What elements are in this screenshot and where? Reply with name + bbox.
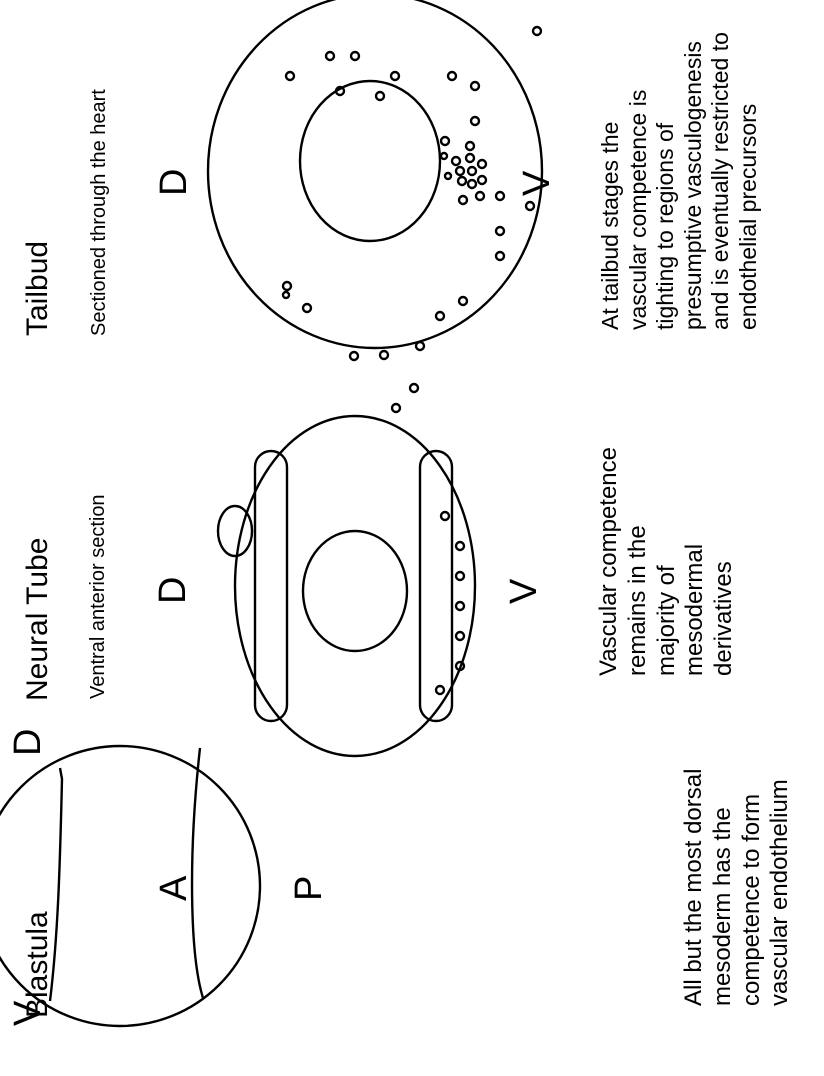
tailbud-competent-cell <box>376 92 384 100</box>
tailbud-competent-cell <box>456 167 464 175</box>
tailbud-competent-cell <box>468 167 476 175</box>
tailbud-competent-cell <box>468 180 476 188</box>
tailbud-competent-cell <box>466 142 474 150</box>
tailbud-competent-cell <box>441 137 449 145</box>
tailbud-competent-cell <box>478 176 486 184</box>
tailbud-competent-cell <box>471 117 479 125</box>
tailbud-competent-cell <box>445 173 451 179</box>
tailbud-competent-cell <box>351 52 359 60</box>
tailbud-competent-cell <box>496 192 504 200</box>
tailbud-competent-cell <box>441 153 447 159</box>
tailbud-competent-cell <box>459 297 467 305</box>
tailbud-competent-cell <box>416 342 424 350</box>
tailbud-competent-cell <box>283 292 289 298</box>
tailbud-competent-cell <box>458 177 466 185</box>
tailbud-competent-cell <box>283 282 291 290</box>
tailbud-competent-cell <box>496 252 504 260</box>
tailbud-competent-cell <box>496 227 504 235</box>
tailbud-competent-cell <box>350 352 358 360</box>
tailbud-description: At tailbud stages the vascular competenc… <box>597 30 763 330</box>
tailbud-lumen <box>300 81 440 241</box>
tailbud-competent-cell <box>286 72 294 80</box>
tailbud-competent-cell <box>533 27 541 35</box>
tailbud-competent-cell <box>476 192 484 200</box>
tailbud-section-outline <box>208 0 542 348</box>
tailbud-competent-cell <box>410 384 418 392</box>
tailbud-competent-cell <box>326 52 334 60</box>
tailbud-competent-cell <box>452 157 460 165</box>
tailbud-competent-cell <box>478 160 486 168</box>
tailbud-competent-cell <box>471 82 479 90</box>
tailbud-competent-cell <box>526 202 534 210</box>
tailbud-competent-cell <box>303 304 311 312</box>
tailbud-competent-cell <box>459 196 467 204</box>
tailbud-competent-cell <box>391 72 399 80</box>
tailbud-competent-cell <box>380 351 388 359</box>
tailbud-competent-cell <box>436 312 444 320</box>
tailbud-competent-cell <box>466 154 474 162</box>
tailbud-competent-cell <box>448 72 456 80</box>
tailbud-competent-cell <box>392 404 400 412</box>
